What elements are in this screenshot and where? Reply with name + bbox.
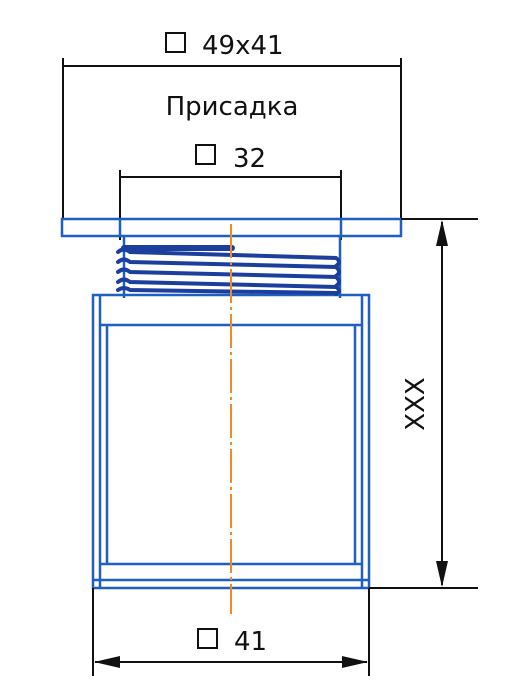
thread-dimension: 32 bbox=[119, 144, 342, 240]
arrow-left-icon bbox=[94, 656, 120, 668]
bottom-dimension-value: 41 bbox=[234, 627, 267, 657]
part-name-label: Присадка bbox=[166, 92, 299, 122]
top-dimension-value: 49x41 bbox=[202, 31, 284, 61]
top-dimension: 49x41 bbox=[62, 31, 402, 218]
arrow-up-icon bbox=[436, 220, 448, 246]
thread-dimension-value: 32 bbox=[233, 144, 266, 174]
arrow-down-icon bbox=[436, 561, 448, 587]
square-symbol-icon bbox=[197, 628, 218, 649]
bottom-dimension: 41 bbox=[92, 588, 370, 676]
thread-coils bbox=[116, 245, 341, 296]
height-dimension-value: XXX bbox=[401, 377, 431, 430]
square-symbol-icon bbox=[195, 144, 216, 165]
square-symbol-icon bbox=[165, 32, 186, 53]
arrow-right-icon bbox=[342, 656, 368, 668]
height-dimension: XXX bbox=[369, 218, 478, 589]
